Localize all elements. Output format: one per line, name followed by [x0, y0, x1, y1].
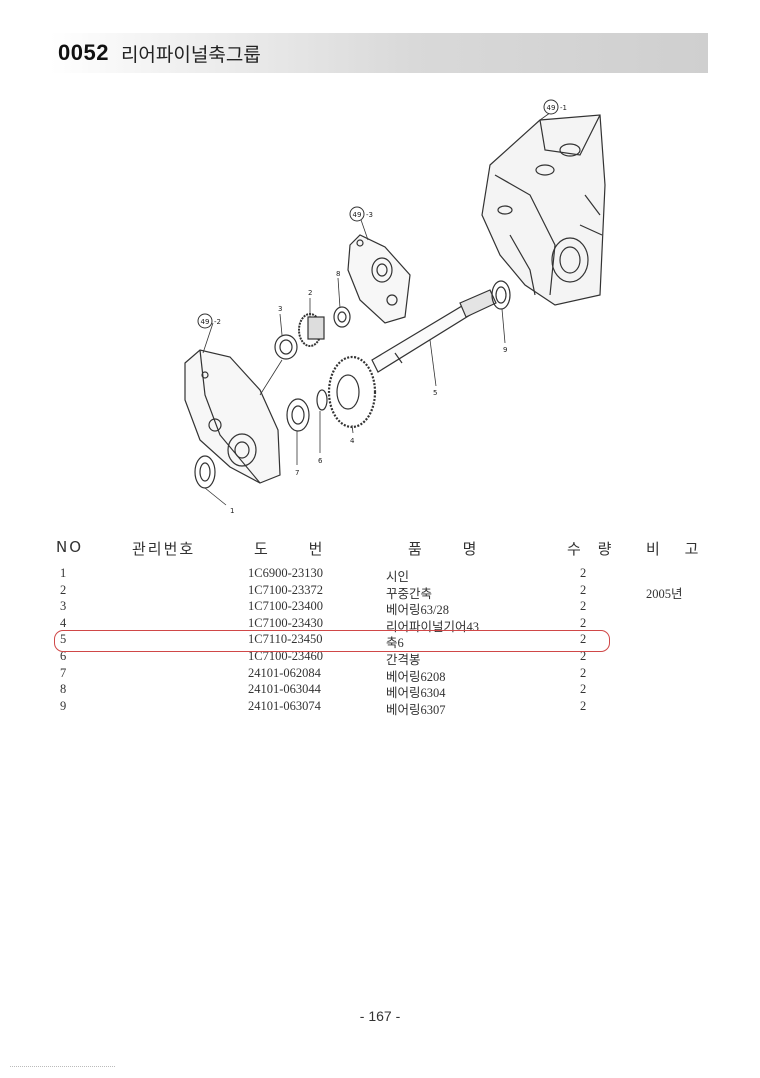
table-row: 8 24101-063044 베어링6304 2 [0, 682, 760, 701]
callout-4: 4 [350, 437, 355, 445]
row-no: 4 [60, 615, 67, 630]
row-part-name: 베어링63/28 [386, 603, 449, 618]
row-remarks: 2005년 [646, 586, 683, 601]
table-row: 3 1C7100-23400 베어링63/28 2 [0, 599, 760, 618]
row-no: 3 [60, 599, 67, 614]
callout-3: 3 [278, 305, 282, 313]
row-part-name: 베어링6208 [386, 669, 446, 684]
row-no: 9 [60, 698, 67, 713]
row-no: 8 [60, 682, 67, 697]
spacer-6 [316, 389, 328, 411]
callout-8: 8 [336, 270, 340, 278]
callout-7: 7 [295, 469, 299, 477]
callout-49-3: 49 [353, 211, 362, 219]
row-quantity: 2 [580, 665, 587, 680]
callout-1: 1 [230, 507, 234, 515]
row-no: 6 [60, 649, 67, 663]
row-drawing-no: 1C7100-23460 [248, 649, 323, 663]
row-part-name: 베어링6307 [386, 702, 446, 717]
table-row: 6 1C7100-23460 간격봉 2 [0, 649, 760, 667]
row-drawing-no: 24101-063044 [248, 682, 321, 697]
row-quantity: 2 [580, 682, 587, 697]
table-row: 5 1C7110-23450 축6 2 [0, 632, 760, 651]
table-row: 7 24101-062084 베어링6208 2 [0, 665, 760, 684]
row-drawing-no: 1C7110-23450 [248, 632, 323, 647]
seal-part [194, 455, 216, 489]
side-cover [184, 349, 281, 484]
table-row: 2 1C7100-23372 꾸중간축 2 2005년 [0, 582, 760, 601]
row-quantity: 2 [580, 599, 587, 614]
row-quantity: 2 [580, 698, 587, 713]
row-no: 5 [60, 632, 67, 647]
table-row: 1 1C6900-23130 시인 2 [0, 566, 760, 584]
row-no: 2 [60, 582, 67, 597]
page-number: - 167 - [359, 1008, 401, 1024]
header-drawing-no: 도 번 [254, 540, 341, 558]
header-part-name: 품 명 [408, 540, 495, 558]
row-part-name: 시인 [386, 570, 410, 584]
row-quantity: 2 [580, 649, 587, 663]
bearing-3 [274, 334, 298, 360]
callout-49-1-suffix: -1 [560, 104, 567, 112]
gear-4 [327, 355, 377, 429]
row-quantity: 2 [580, 615, 587, 630]
row-drawing-no: 1C7100-23400 [248, 599, 323, 614]
row-quantity: 2 [580, 632, 587, 647]
row-drawing-no: 1C7100-23430 [248, 615, 323, 630]
row-part-name: 간격봉 [386, 653, 421, 667]
group-code: 0052 [58, 40, 109, 65]
bearing-9 [491, 280, 511, 310]
page-header: 0052 리어파이널축그룹 [50, 33, 708, 73]
row-quantity: 2 [580, 582, 587, 597]
callout-6: 6 [318, 457, 323, 465]
row-part-name: 축6 [386, 636, 404, 651]
row-drawing-no: 24101-062084 [248, 665, 321, 680]
row-quantity: 2 [580, 566, 587, 580]
callout-49-2: 49 [201, 318, 210, 326]
callout-49-2-suffix: -2 [214, 318, 221, 326]
row-highlight-outline [54, 630, 610, 652]
exploded-parts-diagram: 49 -1 49 -3 49 -2 1 2 3 4 5 6 7 8 9 [184, 99, 606, 515]
row-drawing-no: 1C7100-23372 [248, 582, 323, 597]
callout-49-1: 49 [547, 104, 556, 112]
callout-9: 9 [503, 346, 507, 354]
row-part-name: 베어링6304 [386, 686, 446, 701]
row-part-name: 꾸중간축 [386, 586, 433, 601]
header-quantity: 수 량 [567, 540, 618, 558]
cover-plate [347, 234, 411, 324]
header-mgmt-no: 관리번호 [132, 540, 196, 558]
bearing-7 [286, 398, 310, 432]
bearing-8 [333, 306, 351, 328]
row-drawing-no: 1C6900-23130 [248, 566, 323, 580]
callout-5: 5 [433, 389, 437, 397]
group-title: 리어파이널축그룹 [120, 43, 261, 66]
callout-2: 2 [308, 289, 312, 297]
row-drawing-no: 24101-063074 [248, 698, 321, 713]
row-no: 1 [60, 566, 67, 580]
header-remarks: 비 고 [646, 540, 709, 558]
header-no: NO [56, 538, 84, 556]
row-no: 7 [60, 665, 67, 680]
callout-49-3-suffix: -3 [366, 211, 373, 219]
transmission-housing [481, 114, 606, 306]
footer-dotted-line [10, 1066, 115, 1067]
shaft-5 [371, 289, 497, 373]
table-row: 9 24101-063074 베어링6307 2 [0, 698, 760, 717]
